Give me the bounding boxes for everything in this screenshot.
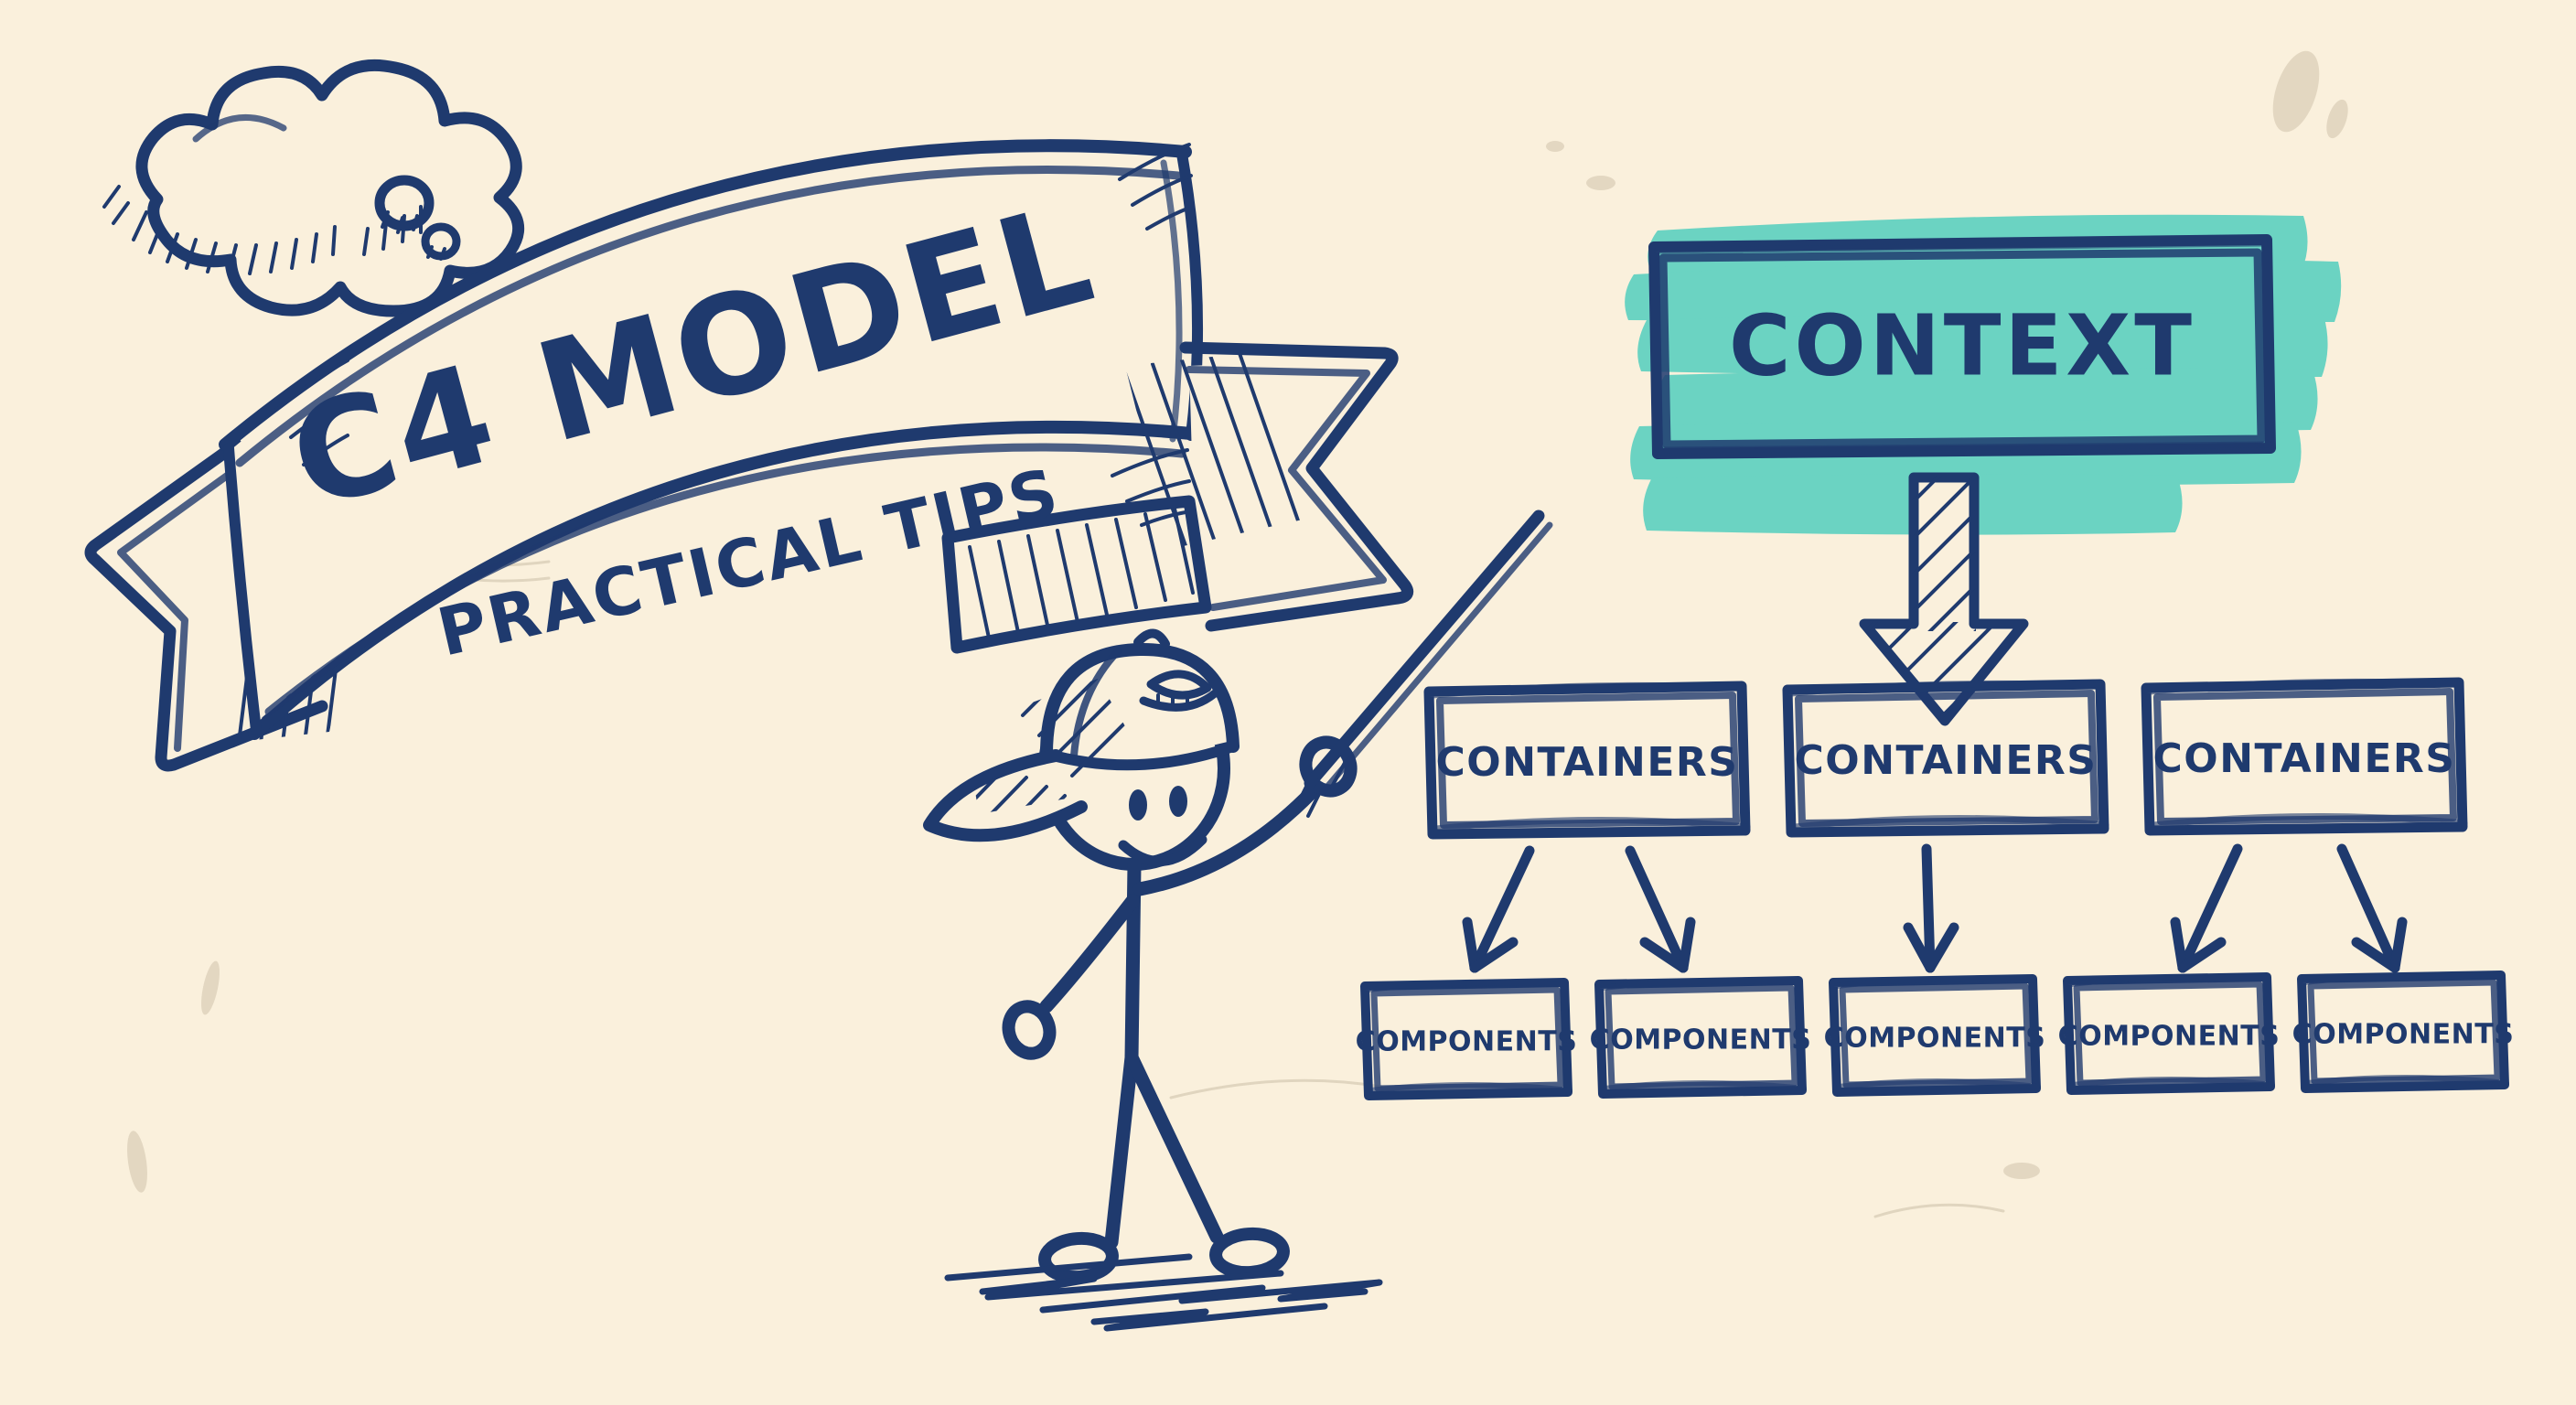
context-box-outline	[1648, 234, 2276, 459]
container-box-0[interactable]: CONTAINERS	[1423, 681, 1751, 840]
pointer-stick	[1295, 509, 1553, 818]
component-label-4: COMPONENTS	[2292, 1019, 2515, 1051]
smile	[1118, 834, 1208, 867]
ground-lines	[944, 1253, 1383, 1332]
component-label-2: COMPONENTS	[1824, 1023, 2046, 1055]
component-box-4[interactable]: COMPONENTS	[2292, 971, 2515, 1093]
context-label: CONTEXT	[1729, 296, 2195, 394]
component-label-0: COMPONENTS	[1356, 1026, 1578, 1058]
leg-right	[1124, 1050, 1224, 1244]
component-label-1: COMPONENTS	[1590, 1024, 1812, 1056]
connector-arrows	[1462, 843, 2408, 973]
arm-right	[1132, 785, 1319, 896]
cap-crown	[1040, 642, 1240, 760]
paper-smudges	[127, 50, 2348, 1218]
container-label-0: CONTAINERS	[1436, 739, 1739, 786]
component-box-0[interactable]: COMPONENTS	[1356, 978, 1578, 1100]
arrow-c0-to-comp0	[1462, 845, 1535, 973]
arm-left	[1039, 894, 1140, 1014]
component-box-2[interactable]: COMPONENTS	[1824, 974, 2046, 1097]
torso	[1124, 858, 1142, 1065]
context-to-containers-arrow	[1859, 472, 2029, 726]
foot-right	[1209, 1227, 1290, 1280]
arrow-c0-to-comp1	[1625, 845, 1696, 973]
hand-left-loop	[1002, 1000, 1057, 1060]
arrow-c1-to-comp2	[1903, 843, 1959, 973]
arrow-c2-to-comp3	[2170, 843, 2243, 973]
foot-left	[1038, 1231, 1119, 1284]
container-box-2[interactable]: CONTAINERS	[2141, 677, 2468, 836]
eye-right	[1169, 786, 1187, 817]
arrow-c2-to-comp4	[2336, 843, 2408, 973]
context-node[interactable]: CONTEXT	[1625, 214, 2342, 535]
component-box-1[interactable]: COMPONENTS	[1590, 976, 1812, 1099]
stick-figure-presenter	[923, 509, 1553, 1332]
container-label-2: CONTAINERS	[2153, 735, 2456, 782]
eye-left	[1129, 789, 1147, 820]
thought-cloud	[102, 59, 524, 317]
component-box-3[interactable]: COMPONENTS	[2058, 972, 2281, 1095]
leg-left	[1104, 1050, 1139, 1249]
container-label-1: CONTAINERS	[1795, 737, 2098, 784]
component-label-3: COMPONENTS	[2058, 1021, 2281, 1053]
container-box-1[interactable]: CONTAINERS	[1782, 679, 2109, 838]
